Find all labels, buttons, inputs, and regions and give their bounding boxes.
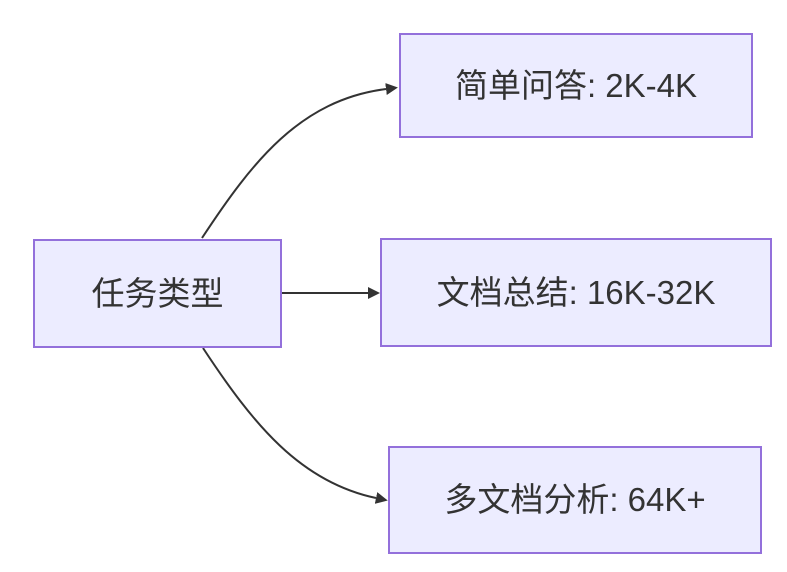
node-doc-summary: 文档总结: 16K-32K — [380, 238, 772, 347]
edge-root-to-qa — [201, 83, 398, 239]
node-multidoc-analysis: 多文档分析: 64K+ — [388, 446, 762, 554]
node-task-type-label: 任务类型 — [91, 274, 224, 312]
edge-root-to-multidoc — [202, 347, 388, 504]
node-simple-qa-label: 简单问答: 2K-4K — [454, 66, 698, 104]
node-task-type: 任务类型 — [33, 239, 282, 348]
node-doc-summary-label: 文档总结: 16K-32K — [436, 273, 716, 311]
node-simple-qa: 简单问答: 2K-4K — [399, 33, 753, 138]
node-multidoc-analysis-label: 多文档分析: 64K+ — [444, 481, 706, 519]
